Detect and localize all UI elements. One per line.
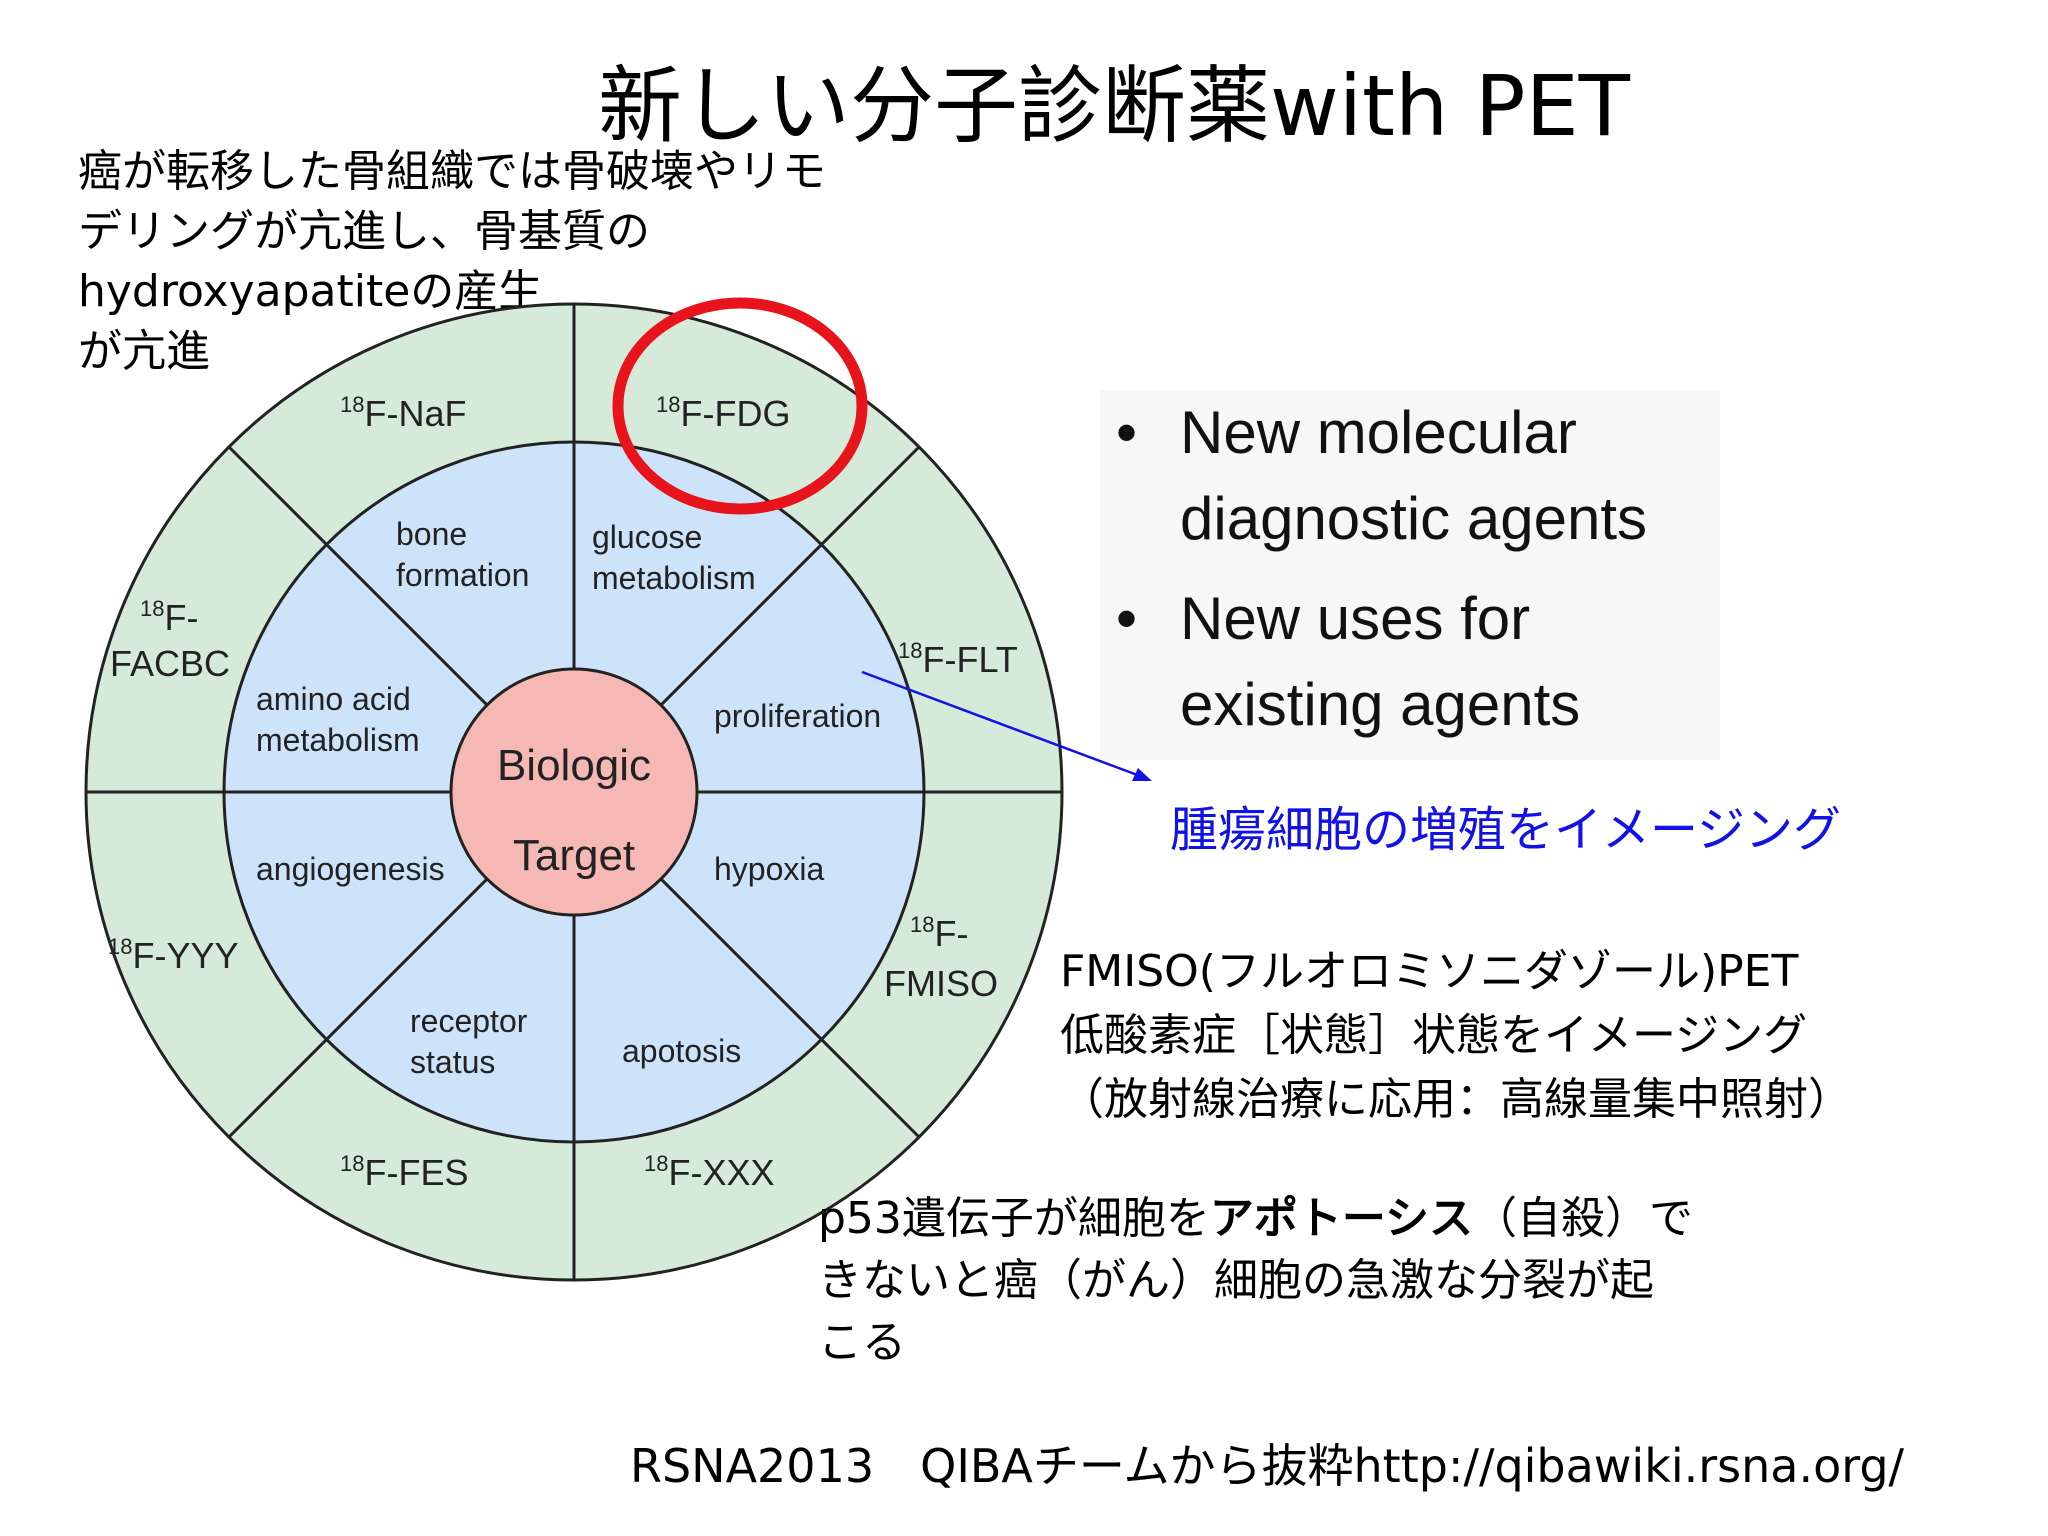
inner-label-glucose-line2: metabolism xyxy=(592,560,756,596)
fmiso-note: FMISO(フルオロミソニダゾール)PET 低酸素症［状態］状態をイメージング … xyxy=(1060,946,1852,1125)
center-label-biologic: Biologic xyxy=(497,741,651,790)
outer-label-xxx: 18F-XXX xyxy=(644,1151,775,1193)
bullet-box: • New molecular diagnostic agents • New … xyxy=(1100,390,1720,760)
outer-label-flt: 18F-FLT xyxy=(898,638,1018,680)
inner-label-receptor-line1: receptor xyxy=(410,1003,528,1039)
slide-title: 新しい分子診断薬with PET xyxy=(598,57,1630,155)
p53-text-start: p53遺伝子が細胞を xyxy=(818,1193,1210,1244)
bullet-dot-icon: • xyxy=(1116,399,1138,466)
inner-label-bone-line2: formation xyxy=(396,557,529,593)
center-label-target: Target xyxy=(513,831,635,880)
apoptosis-bold-text: アポトーシス xyxy=(1209,1193,1474,1244)
outer-label-naf: 18F-NaF xyxy=(340,392,466,434)
outer-label-fdg: 18F-FDG xyxy=(656,392,790,434)
inner-label-angiogenesis: angiogenesis xyxy=(256,851,445,887)
outer-label-facbc-line2: FACBC xyxy=(110,643,230,684)
bone-remodeling-note: 癌が転移した骨組織では骨破壊やリモ デリングが亢進し、骨基質の hydroxya… xyxy=(78,146,826,377)
proliferation-imaging-note: 腫瘍細胞の増殖をイメージング xyxy=(1170,802,1842,858)
outer-label-fmiso-line1: 18F- xyxy=(910,912,968,954)
inner-label-bone-line1: bone xyxy=(396,516,467,552)
inner-label-glucose-line1: glucose xyxy=(592,519,702,555)
bullet-text: New molecular diagnostic agents xyxy=(1180,399,1647,552)
fdg-highlight-circle xyxy=(612,297,868,515)
inner-label-proliferation: proliferation xyxy=(714,698,881,734)
center-circle xyxy=(449,667,699,917)
outer-label-facbc-line1: 18F- xyxy=(140,596,198,638)
inner-label-hypoxia: hypoxia xyxy=(714,851,825,887)
outer-label-fmiso-line2: FMISO xyxy=(884,963,998,1004)
bullet-text: New uses for existing agents xyxy=(1180,585,1581,738)
outer-label-yyy: 18F-YYY xyxy=(108,934,239,976)
proliferation-arrow xyxy=(861,670,1152,781)
inner-label-apotosis: apotosis xyxy=(622,1033,741,1069)
inner-label-receptor-line2: status xyxy=(410,1044,495,1080)
outer-label-fes: 18F-FES xyxy=(340,1151,468,1193)
p53-text-end: （自殺）で きないと癌（がん）細胞の急激な分裂が起 こる xyxy=(818,1193,1694,1368)
inner-label-amino-line2: metabolism xyxy=(256,722,420,758)
source-citation: RSNA2013 QIBAチームから抜粋http://qibawiki.rsna… xyxy=(630,1439,1905,1493)
inner-label-amino-line1: amino acid xyxy=(256,681,411,717)
p53-apoptosis-note: p53遺伝子が細胞をアポトーシス（自殺）で きないと癌（がん）細胞の急激な分裂が… xyxy=(818,1188,1778,1374)
bullet-dot-icon: • xyxy=(1116,585,1138,652)
